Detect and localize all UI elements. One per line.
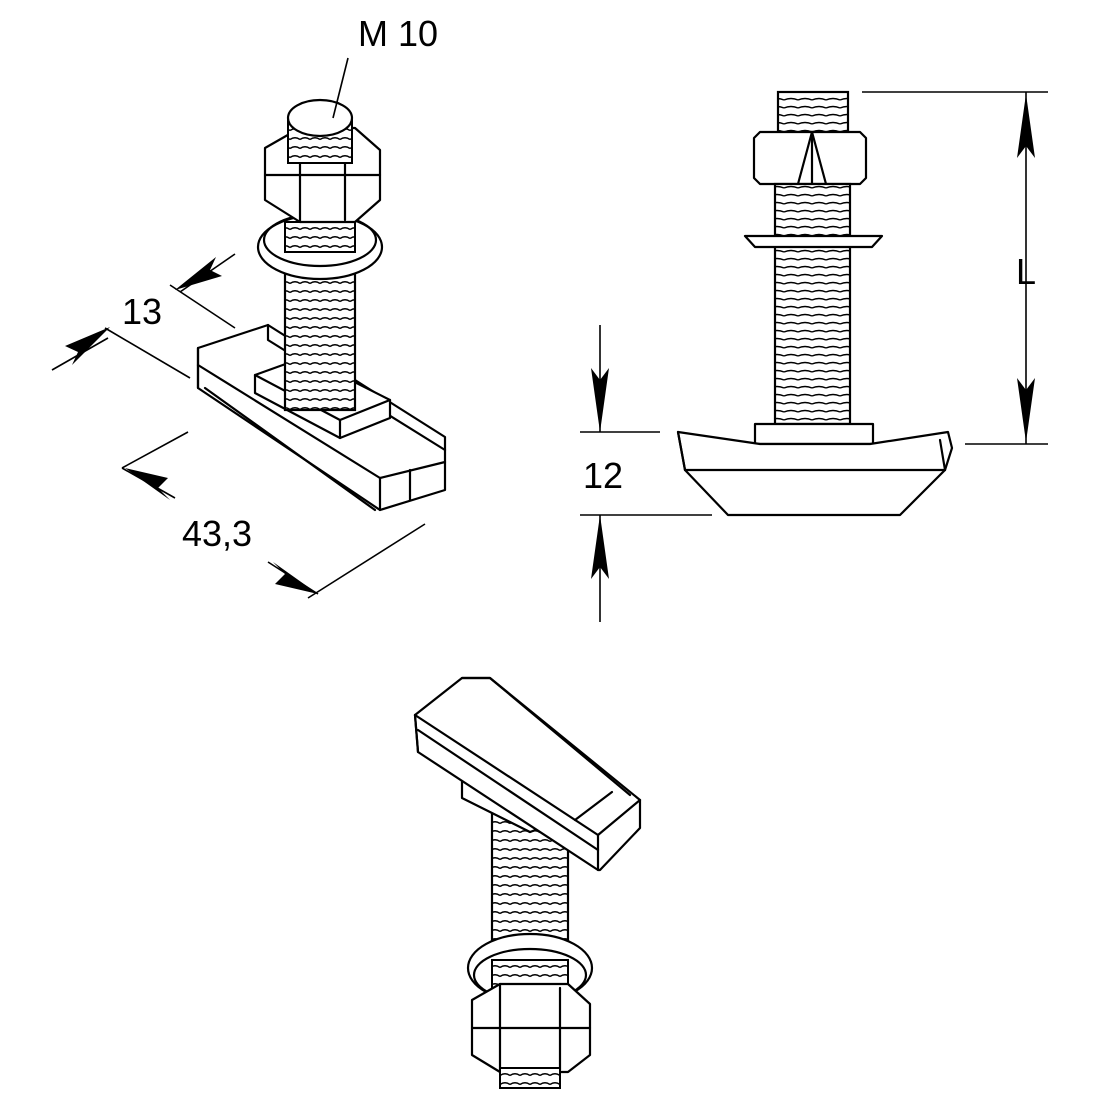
dim-width: 13 — [51, 253, 236, 379]
iso-view-bolt-below — [413, 676, 642, 1089]
dim-length-label: 43,3 — [182, 513, 252, 554]
side-view-bolt — [676, 90, 954, 517]
dim-thread-label: M 10 — [358, 13, 438, 54]
iso-view-bolt — [196, 98, 447, 512]
dim-thread: M 10 — [332, 13, 438, 119]
dim-head-height-label: 12 — [583, 455, 623, 496]
dim-width-label: 13 — [122, 291, 162, 332]
dim-head-height: 12 — [580, 325, 712, 622]
dim-length: 43,3 — [121, 431, 426, 599]
dim-bolt-length-label: L — [1016, 251, 1036, 292]
dim-bolt-length: L — [862, 91, 1048, 445]
